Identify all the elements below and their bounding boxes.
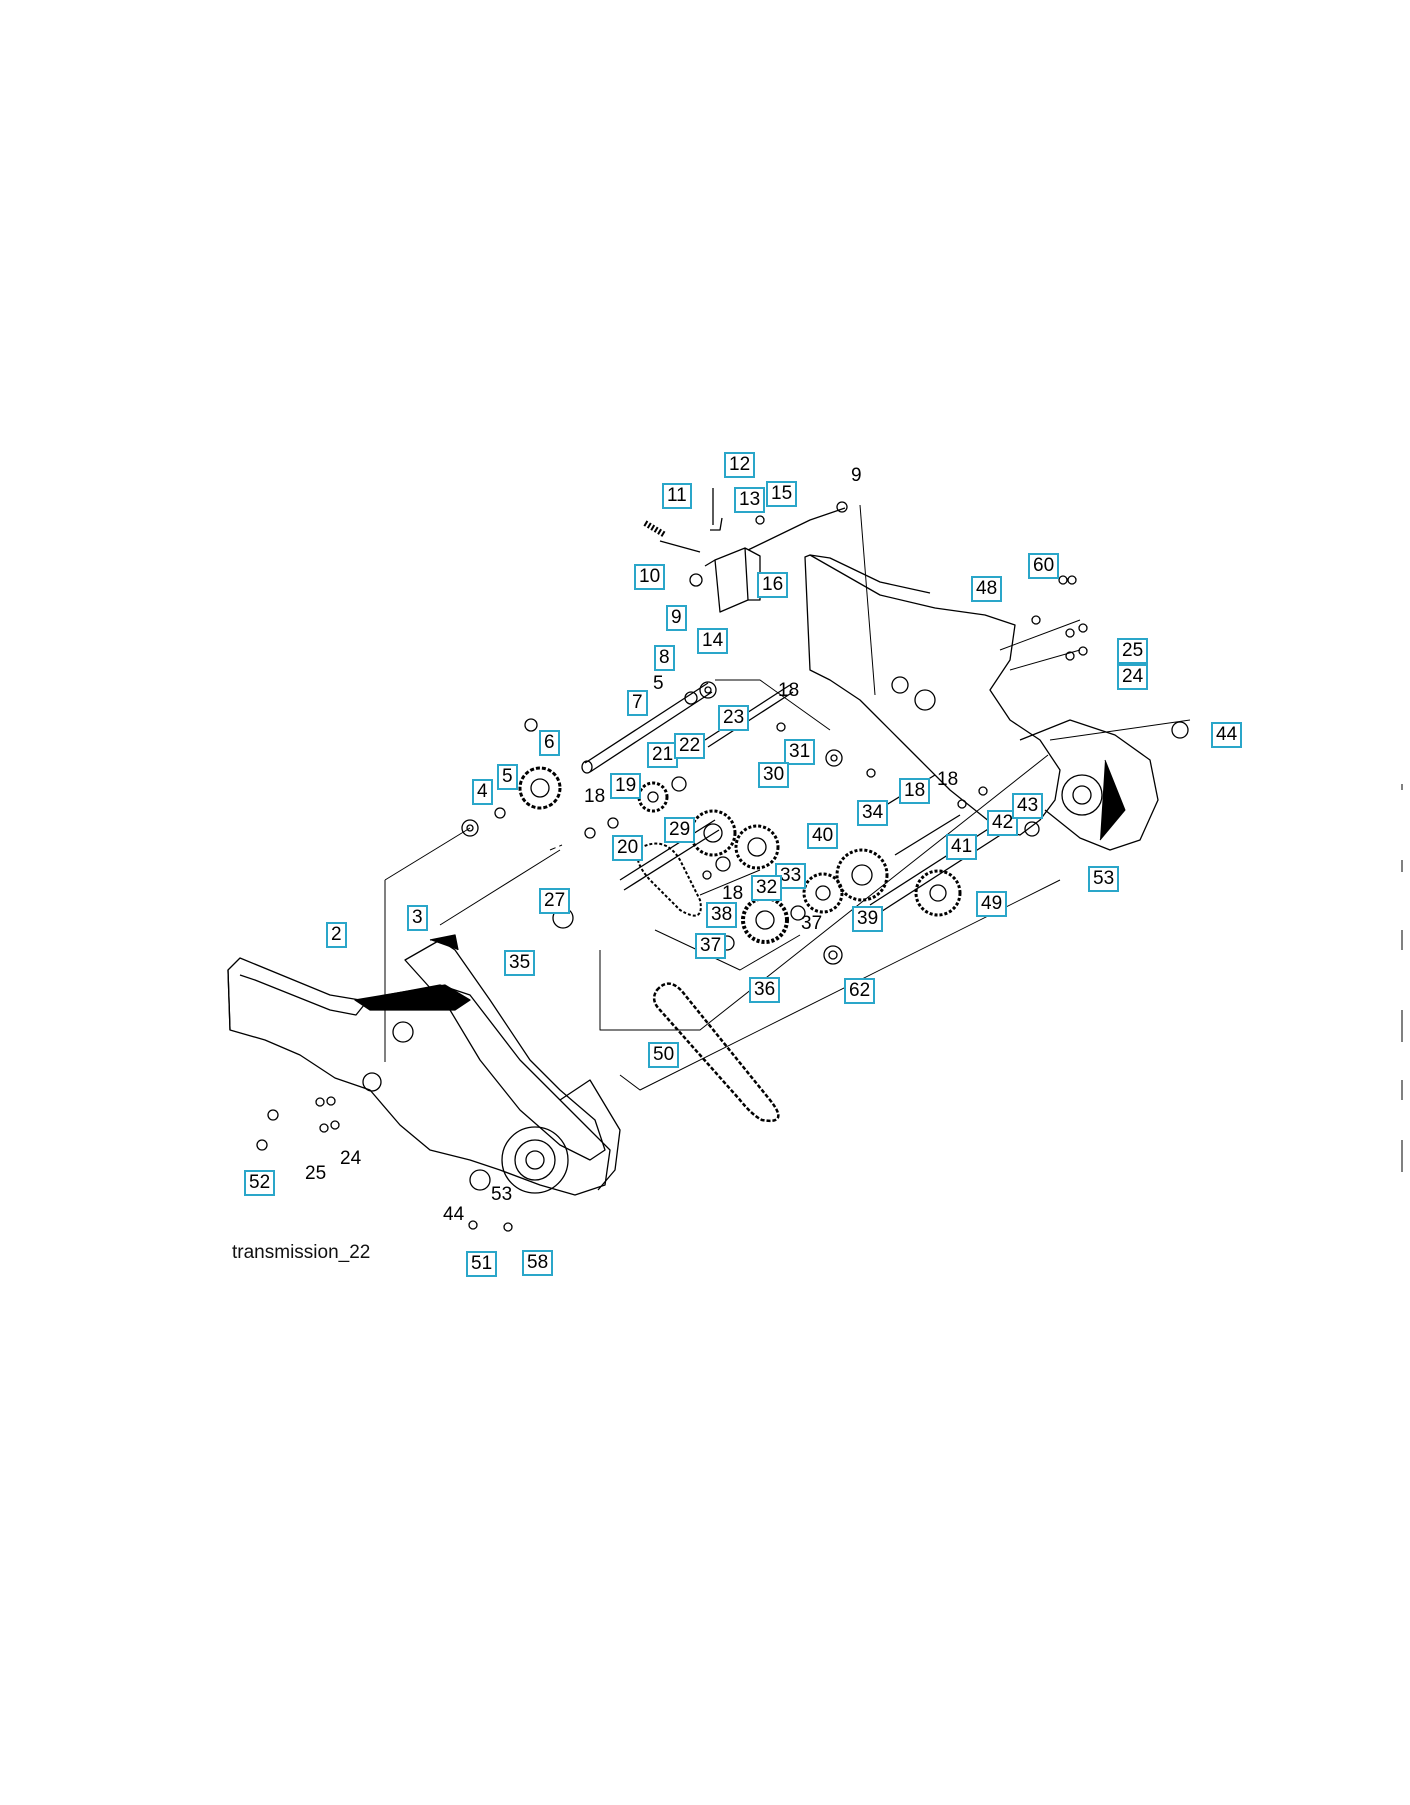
centerlines — [384, 504, 1191, 1091]
callout-9[interactable]: 9 — [666, 605, 687, 631]
callout-15[interactable]: 15 — [766, 481, 798, 507]
left-housing-3 — [404, 939, 606, 1161]
callout-19[interactable]: 19 — [610, 773, 642, 799]
callout-53[interactable]: 53 — [1088, 866, 1120, 892]
callout-41[interactable]: 41 — [946, 834, 978, 860]
callout-44: 44 — [443, 1204, 465, 1225]
gear-38 — [741, 896, 789, 944]
right-hub — [1061, 774, 1103, 816]
callout-38[interactable]: 38 — [706, 902, 738, 928]
callout-39[interactable]: 39 — [852, 906, 884, 932]
chain-29 — [636, 842, 702, 917]
callout-18: 18 — [722, 883, 744, 904]
callout-9: 9 — [851, 465, 862, 486]
callout-49[interactable]: 49 — [976, 891, 1008, 917]
callout-60[interactable]: 60 — [1028, 553, 1060, 579]
callout-29[interactable]: 29 — [664, 817, 696, 843]
callout-2[interactable]: 2 — [326, 922, 347, 948]
callout-7[interactable]: 7 — [627, 690, 648, 716]
shafts — [581, 682, 1017, 916]
page-edge-marks — [1401, 784, 1403, 1172]
callout-44[interactable]: 44 — [1211, 722, 1243, 748]
callout-25: 25 — [305, 1163, 327, 1184]
callout-18: 18 — [584, 786, 606, 807]
callout-37: 37 — [801, 913, 823, 934]
spring-11 — [643, 520, 667, 538]
sprocket-39 — [802, 872, 844, 914]
sprocket-49 — [914, 869, 962, 917]
callout-8[interactable]: 8 — [654, 645, 675, 671]
callout-12[interactable]: 12 — [724, 452, 756, 478]
callout-36[interactable]: 36 — [749, 977, 781, 1003]
belt-50 — [652, 982, 780, 1123]
callout-50[interactable]: 50 — [648, 1042, 680, 1068]
callout-35[interactable]: 35 — [504, 950, 536, 976]
callout-24: 24 — [340, 1148, 362, 1169]
callout-10[interactable]: 10 — [634, 564, 666, 590]
sprocket-33 — [734, 824, 780, 870]
callout-58[interactable]: 58 — [522, 1250, 554, 1276]
callout-20[interactable]: 20 — [612, 835, 644, 861]
callout-27[interactable]: 27 — [539, 888, 571, 914]
callout-22[interactable]: 22 — [674, 733, 706, 759]
callout-14[interactable]: 14 — [697, 628, 729, 654]
callout-13[interactable]: 13 — [734, 487, 766, 513]
diagram-caption: transmission_22 — [232, 1242, 371, 1263]
sprocket-40 — [835, 848, 889, 902]
gear-21 — [637, 781, 669, 813]
callout-48[interactable]: 48 — [971, 576, 1003, 602]
left-plate-hole — [392, 1021, 414, 1043]
callout-34[interactable]: 34 — [857, 800, 889, 826]
sprocket-29 — [689, 809, 737, 857]
callout-5[interactable]: 5 — [497, 764, 518, 790]
callout-37[interactable]: 37 — [695, 933, 727, 959]
callout-18[interactable]: 18 — [899, 778, 931, 804]
callout-11[interactable]: 11 — [662, 483, 692, 509]
callout-18: 18 — [778, 680, 800, 701]
callout-24[interactable]: 24 — [1117, 664, 1149, 690]
pivot-bracket — [714, 547, 749, 613]
callout-18: 18 — [937, 769, 959, 790]
callout-3[interactable]: 3 — [407, 905, 428, 931]
callout-5: 5 — [653, 673, 664, 694]
callout-62[interactable]: 62 — [844, 978, 876, 1004]
callout-53: 53 — [491, 1184, 513, 1205]
callout-25[interactable]: 25 — [1117, 638, 1149, 664]
callout-4[interactable]: 4 — [472, 779, 493, 805]
callout-43[interactable]: 43 — [1012, 793, 1044, 819]
callout-32[interactable]: 32 — [751, 875, 783, 901]
callout-31[interactable]: 31 — [784, 739, 816, 765]
right-side-plate — [804, 554, 1061, 836]
callout-6[interactable]: 6 — [539, 730, 560, 756]
callout-40[interactable]: 40 — [807, 823, 839, 849]
gear-6 — [518, 766, 562, 810]
left-hub — [501, 1126, 569, 1194]
callout-30[interactable]: 30 — [758, 762, 790, 788]
callout-21[interactable]: 21 — [647, 742, 679, 768]
callout-16[interactable]: 16 — [757, 572, 789, 598]
callout-51[interactable]: 51 — [466, 1251, 498, 1277]
callout-52[interactable]: 52 — [244, 1170, 276, 1196]
callout-23[interactable]: 23 — [718, 705, 750, 731]
